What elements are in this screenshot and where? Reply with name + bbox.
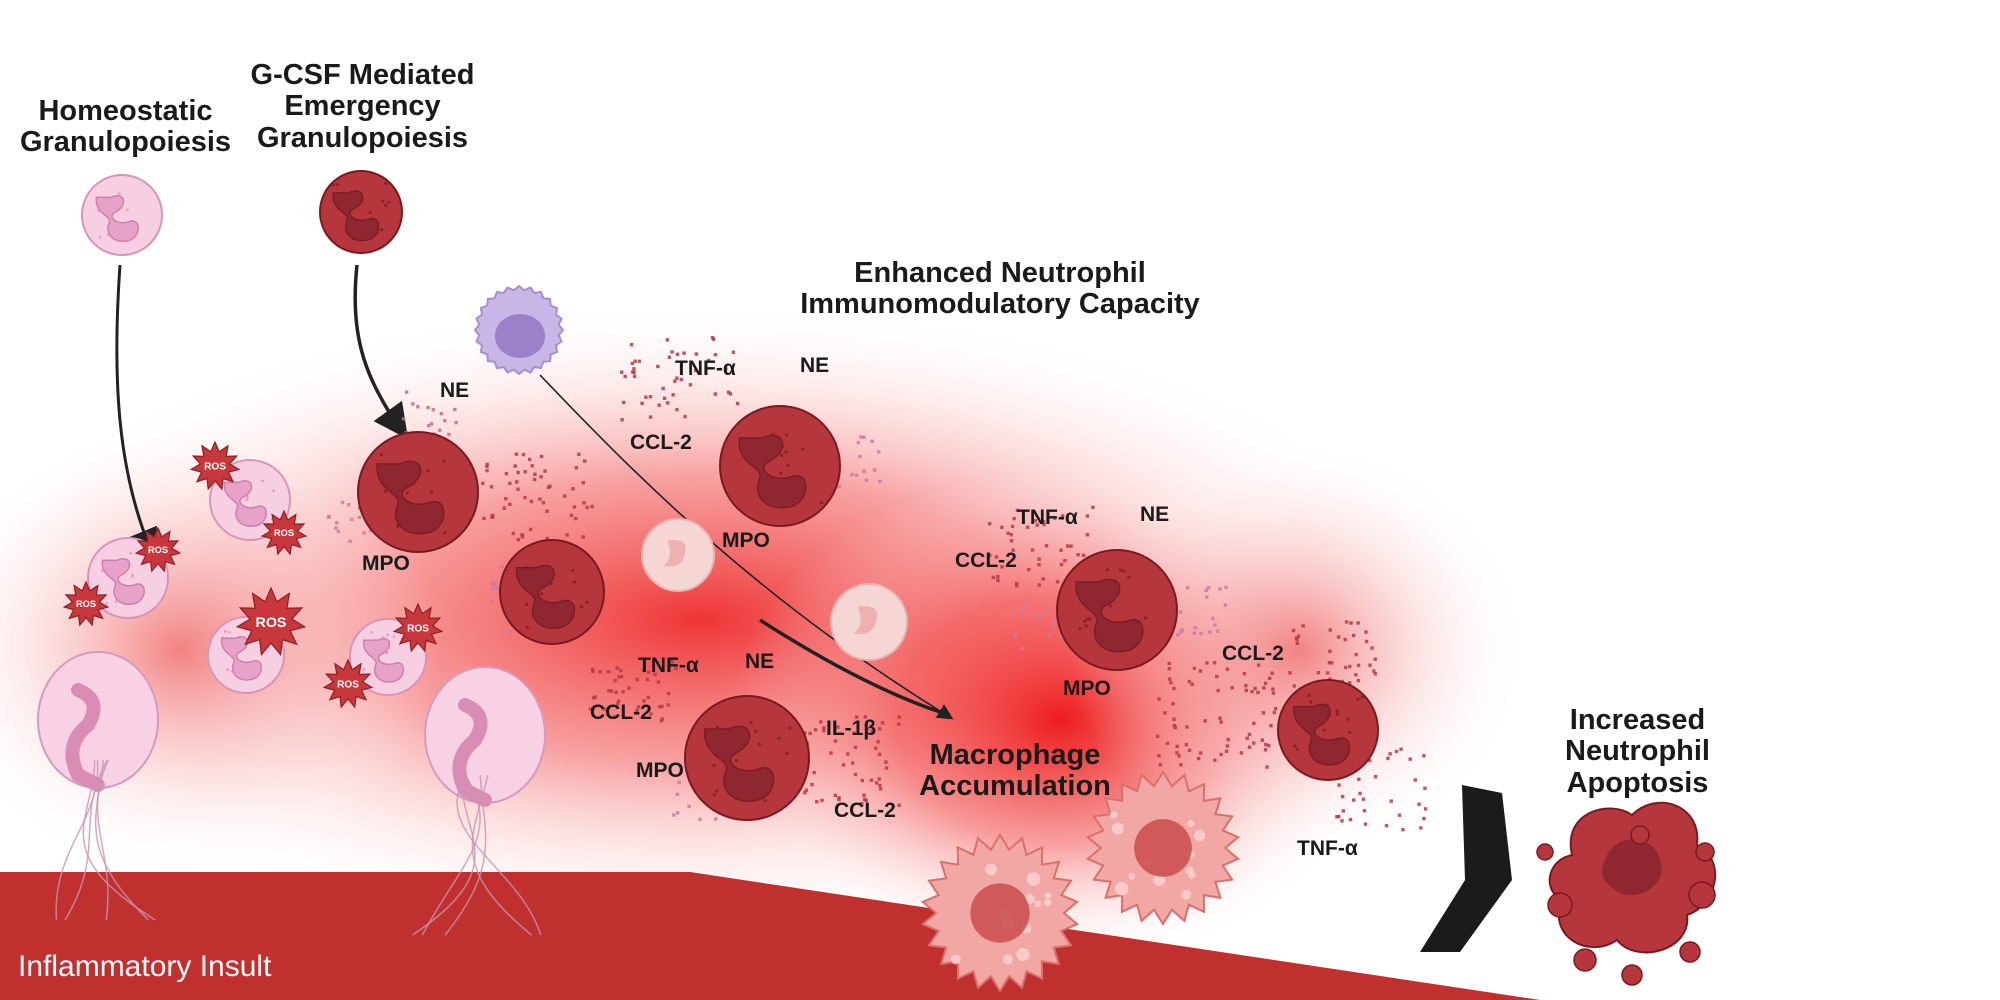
heading-macrophage-accumulation: Macrophage Accumulation bbox=[919, 739, 1111, 803]
cytokine-label-ccl2: CCL-2 bbox=[955, 549, 1017, 572]
transition-chevron-icon bbox=[1420, 785, 1512, 952]
inflammatory-insult-banner bbox=[0, 872, 1540, 1000]
cytokine-label-ne: NE bbox=[800, 354, 830, 377]
ros-burst-icon: ROS bbox=[260, 509, 308, 556]
homeostatic-neutrophil-source bbox=[81, 174, 163, 256]
heading-homeostatic-granulopoiesis: Homeostatic Granulopoiesis bbox=[19, 95, 232, 159]
activated-neutrophil bbox=[1056, 549, 1178, 671]
activated-neutrophil bbox=[719, 405, 841, 527]
heading-gcsf-emergency-granulopoiesis: G-CSF Mediated Emergency Granulopoiesis bbox=[250, 59, 475, 154]
granule-cloud bbox=[1165, 585, 1228, 637]
cytokine-label-tnf-alpha: TNF-α bbox=[1297, 837, 1358, 860]
ros-burst-icon: ROS bbox=[189, 440, 241, 491]
svg-text:ROS: ROS bbox=[204, 461, 226, 472]
ros-burst-icon: ROS bbox=[62, 580, 110, 627]
pale-monocyte bbox=[641, 518, 715, 592]
cytokine-label-tnf-alpha: TNF-α bbox=[675, 357, 736, 380]
netosis-neutrophil-right bbox=[412, 666, 546, 936]
apoptotic-neutrophil bbox=[1536, 801, 1716, 986]
arrow-gcsf-to-tissue bbox=[353, 264, 409, 440]
monocyte bbox=[473, 284, 565, 376]
macrophage bbox=[1085, 770, 1241, 926]
ros-burst-icon: ROS bbox=[322, 658, 374, 709]
granule-cloud bbox=[588, 660, 678, 723]
cytokine-label-ccl2: CCL-2 bbox=[834, 799, 896, 822]
cytokine-label-tnf-alpha: TNF-α bbox=[638, 654, 699, 677]
granule-cloud bbox=[481, 452, 594, 542]
granule-cloud bbox=[620, 336, 740, 422]
cytokine-label-ccl2: CCL-2 bbox=[590, 701, 652, 724]
inflammatory-insult-label: Inflammatory Insult bbox=[18, 950, 272, 983]
cytokine-label-ccl2: CCL-2 bbox=[1222, 642, 1284, 665]
cytokine-label-ne: NE bbox=[745, 650, 775, 673]
activated-neutrophil bbox=[684, 695, 810, 821]
svg-text:ROS: ROS bbox=[148, 545, 168, 555]
svg-text:ROS: ROS bbox=[337, 679, 359, 690]
cytokine-label-tnf-alpha: TNF-α bbox=[1017, 506, 1078, 529]
svg-text:ROS: ROS bbox=[256, 615, 287, 631]
ros-burst-icon: ROS bbox=[392, 602, 444, 653]
activated-neutrophil-source bbox=[319, 170, 403, 254]
cytokine-label-il1b: IL-1β bbox=[826, 717, 877, 740]
cytokine-label-mpo: MPO bbox=[362, 552, 410, 575]
cytokine-label-mpo: MPO bbox=[722, 529, 770, 552]
netosis-neutrophil-left bbox=[37, 651, 159, 921]
activated-neutrophil bbox=[1277, 679, 1379, 781]
svg-text:ROS: ROS bbox=[274, 528, 294, 538]
arrow-monocyte-thick bbox=[759, 618, 941, 714]
pale-monocyte bbox=[830, 583, 908, 661]
activated-neutrophil bbox=[499, 539, 605, 645]
cytokine-label-ne: NE bbox=[440, 379, 470, 402]
svg-text:ROS: ROS bbox=[407, 623, 429, 634]
cytokine-label-mpo: MPO bbox=[636, 759, 684, 782]
ros-burst-icon: ROS bbox=[134, 526, 182, 573]
cytokine-label-ccl2: CCL-2 bbox=[630, 431, 692, 454]
macrophage bbox=[920, 833, 1080, 993]
cells-layer: ROS ROS ROS ROS ROS ROS ROS bbox=[37, 170, 1716, 993]
cytokine-label-ne: NE bbox=[1140, 503, 1170, 526]
arrow-homeostatic-to-tissue bbox=[115, 264, 158, 560]
granule-cloud bbox=[1155, 661, 1278, 769]
activated-neutrophil bbox=[357, 431, 479, 553]
heading-increased-neutrophil-apoptosis: Increased Neutrophil Apoptosis bbox=[1565, 704, 1710, 799]
heading-enhanced-neutrophil-capacity: Enhanced Neutrophil Immunomodulatory Cap… bbox=[800, 257, 1200, 321]
cytokine-label-mpo: MPO bbox=[1063, 677, 1111, 700]
ros-burst-icon: ROS bbox=[235, 586, 307, 657]
svg-text:ROS: ROS bbox=[76, 599, 96, 609]
